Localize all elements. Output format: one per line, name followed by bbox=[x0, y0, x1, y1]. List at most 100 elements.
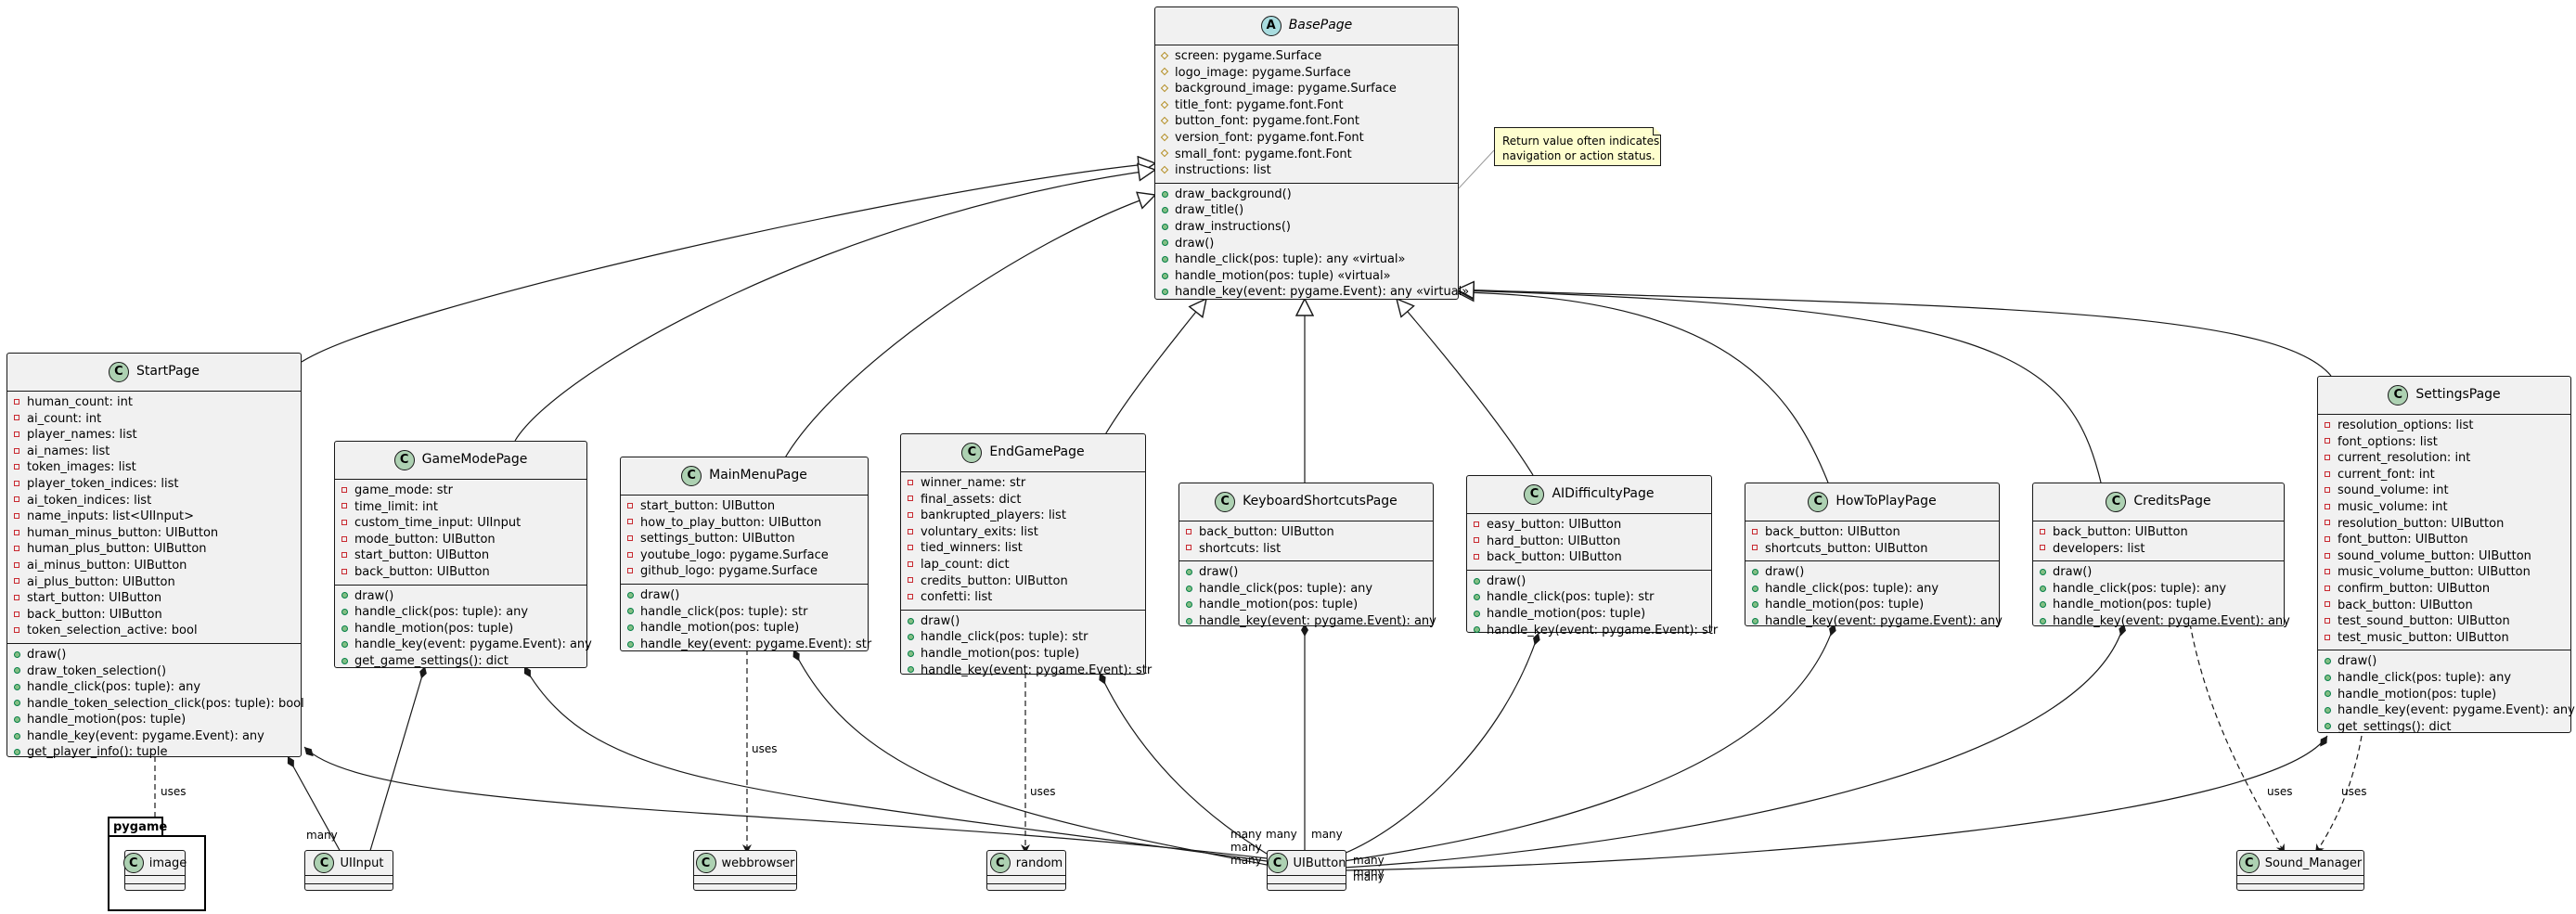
public-visibility-icon bbox=[12, 650, 23, 661]
attribute-row: hard_button: UIButton bbox=[1472, 534, 1707, 550]
private-visibility-icon bbox=[1184, 527, 1195, 538]
public-visibility-icon bbox=[12, 747, 23, 758]
attribute-row: music_volume: int bbox=[2323, 499, 2566, 516]
attribute-row: confetti: list bbox=[906, 589, 1140, 606]
methods-section bbox=[305, 883, 393, 890]
attribute-row: resolution_options: list bbox=[2323, 418, 2566, 434]
class-uibutton[interactable]: C UIButton bbox=[1267, 850, 1346, 891]
method-text: handle_motion(pos: tuple) bbox=[2338, 687, 2497, 702]
method-text: handle_click(pos: tuple): any «virtual» bbox=[1175, 252, 1406, 267]
attribute-text: music_volume: int bbox=[2338, 499, 2448, 514]
method-text: handle_motion(pos: tuple) bbox=[27, 713, 187, 727]
class-header: C StartPage bbox=[7, 354, 301, 392]
attribute-row: start_button: UIButton bbox=[12, 590, 296, 607]
method-row: draw() bbox=[906, 613, 1140, 630]
private-visibility-icon bbox=[1472, 520, 1483, 531]
private-visibility-icon bbox=[2323, 616, 2334, 627]
method-text: draw_instructions() bbox=[1175, 219, 1291, 234]
attribute-row: developers: list bbox=[2038, 541, 2279, 558]
private-visibility-icon bbox=[2323, 453, 2334, 464]
method-text: handle_click(pos: tuple): any bbox=[27, 680, 201, 695]
attribute-text: mode_button: UIButton bbox=[354, 532, 496, 547]
method-text: handle_token_selection_click(pos: tuple)… bbox=[27, 696, 304, 711]
attribute-text: resolution_options: list bbox=[2338, 418, 2474, 432]
private-visibility-icon bbox=[906, 592, 917, 603]
attribute-row: human_count: int bbox=[12, 394, 296, 411]
attribute-row: ai_minus_button: UIButton bbox=[12, 558, 296, 574]
attribute-row: test_music_button: UIButton bbox=[2323, 630, 2566, 647]
public-visibility-icon bbox=[1472, 576, 1483, 587]
class-icon: C bbox=[2388, 385, 2409, 406]
class-icon: C bbox=[1524, 484, 1545, 505]
private-visibility-icon bbox=[2323, 518, 2334, 529]
class-random[interactable]: C random bbox=[986, 850, 1066, 891]
class-uiinput[interactable]: C UIInput bbox=[304, 850, 393, 891]
class-keyboardshortcutspage[interactable]: C KeyboardShortcutsPage back_button: UIB… bbox=[1179, 483, 1436, 628]
public-visibility-icon bbox=[2038, 599, 2049, 611]
class-sound-manager[interactable]: C Sound_Manager bbox=[2236, 850, 2364, 891]
method-text: get_player_info(): tuple bbox=[27, 745, 168, 760]
comp-gamemode-uibutton bbox=[523, 665, 1268, 862]
attribute-row: game_mode: str bbox=[340, 483, 582, 499]
public-visibility-icon bbox=[2038, 584, 2049, 595]
attribute-text: small_font: pygame.font.Font bbox=[1175, 147, 1352, 161]
attribute-row: music_volume_button: UIButton bbox=[2323, 564, 2566, 581]
method-row: handle_click(pos: tuple): any bbox=[12, 679, 296, 696]
private-visibility-icon bbox=[625, 517, 637, 528]
class-name: StartPage bbox=[135, 364, 200, 380]
attribute-text: back_button: UIButton bbox=[2053, 525, 2188, 539]
public-visibility-icon bbox=[906, 664, 917, 676]
class-name: UIInput bbox=[340, 856, 384, 870]
public-visibility-icon bbox=[1184, 567, 1195, 578]
method-text: handle_click(pos: tuple): any bbox=[2053, 581, 2227, 596]
attribute-row: ai_plus_button: UIButton bbox=[12, 574, 296, 591]
comp-howto-uibutton bbox=[1343, 623, 1836, 862]
class-icon: C bbox=[695, 853, 716, 873]
public-visibility-icon bbox=[906, 649, 917, 660]
method-row: handle_click(pos: tuple): str bbox=[1472, 589, 1707, 606]
attribute-row: custom_time_input: UIInput bbox=[340, 515, 582, 532]
attribute-row: test_sound_button: UIButton bbox=[2323, 613, 2566, 630]
method-text: get_settings(): dict bbox=[2338, 719, 2452, 734]
class-name: image bbox=[148, 856, 187, 870]
method-text: handle_key(event: pygame.Event): str bbox=[1487, 623, 1719, 637]
attribute-text: token_selection_active: bool bbox=[27, 624, 198, 638]
attribute-row: screen: pygame.Surface bbox=[1160, 48, 1453, 65]
attribute-row: button_font: pygame.font.Font bbox=[1160, 113, 1453, 130]
class-header: C CreditsPage bbox=[2033, 483, 2284, 521]
method-text: handle_key(event: pygame.Event): str bbox=[921, 663, 1153, 677]
method-text: handle_motion(pos: tuple) bbox=[1487, 606, 1646, 621]
private-visibility-icon bbox=[906, 543, 917, 554]
attributes-section bbox=[987, 875, 1065, 883]
method-row: get_settings(): dict bbox=[2323, 719, 2566, 736]
public-visibility-icon bbox=[12, 682, 23, 693]
attribute-row: ai_token_indices: list bbox=[12, 493, 296, 509]
private-visibility-icon bbox=[2323, 633, 2334, 644]
attribute-text: screen: pygame.Surface bbox=[1175, 49, 1322, 63]
attribute-text: resolution_button: UIButton bbox=[2338, 516, 2505, 531]
method-row: handle_motion(pos: tuple) bbox=[1184, 597, 1428, 613]
public-visibility-icon bbox=[625, 590, 637, 601]
inherit-mainmenu bbox=[783, 195, 1155, 460]
class-image[interactable]: C image bbox=[122, 850, 187, 891]
private-visibility-icon bbox=[2323, 534, 2334, 546]
attribute-text: title_font: pygame.font.Font bbox=[1175, 97, 1344, 112]
method-row: draw() bbox=[2323, 653, 2566, 670]
class-icon: C bbox=[1808, 492, 1829, 512]
private-visibility-icon bbox=[1750, 527, 1761, 538]
method-row: handle_click(pos: tuple): any bbox=[340, 604, 582, 621]
inherit-settings bbox=[1457, 290, 2332, 377]
class-aidifficultypage[interactable]: C AIDifficultyPage easy_button: UIButton… bbox=[1466, 475, 1718, 637]
attributes-section bbox=[694, 875, 796, 883]
public-visibility-icon bbox=[340, 639, 351, 650]
class-creditspage[interactable]: C CreditsPage back_button: UIButton devel… bbox=[2032, 483, 2290, 628]
public-visibility-icon bbox=[12, 731, 23, 742]
class-webbrowser[interactable]: C webbrowser bbox=[693, 850, 797, 891]
